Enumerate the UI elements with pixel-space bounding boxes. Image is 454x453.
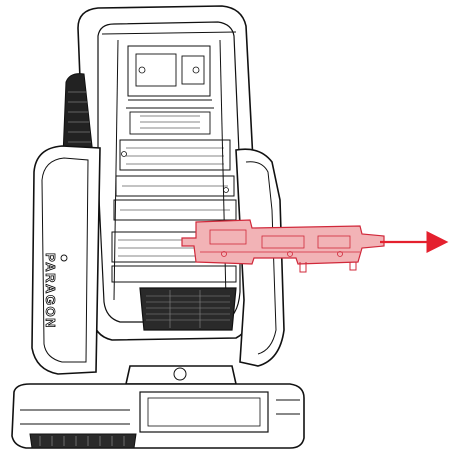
brand-label: PARAGON xyxy=(43,253,58,329)
highlighted-module xyxy=(181,219,385,273)
lower-fan-grille xyxy=(139,287,237,331)
fixture-head xyxy=(77,5,255,341)
fixture-base xyxy=(11,365,305,449)
left-arm: PARAGON xyxy=(31,145,101,375)
